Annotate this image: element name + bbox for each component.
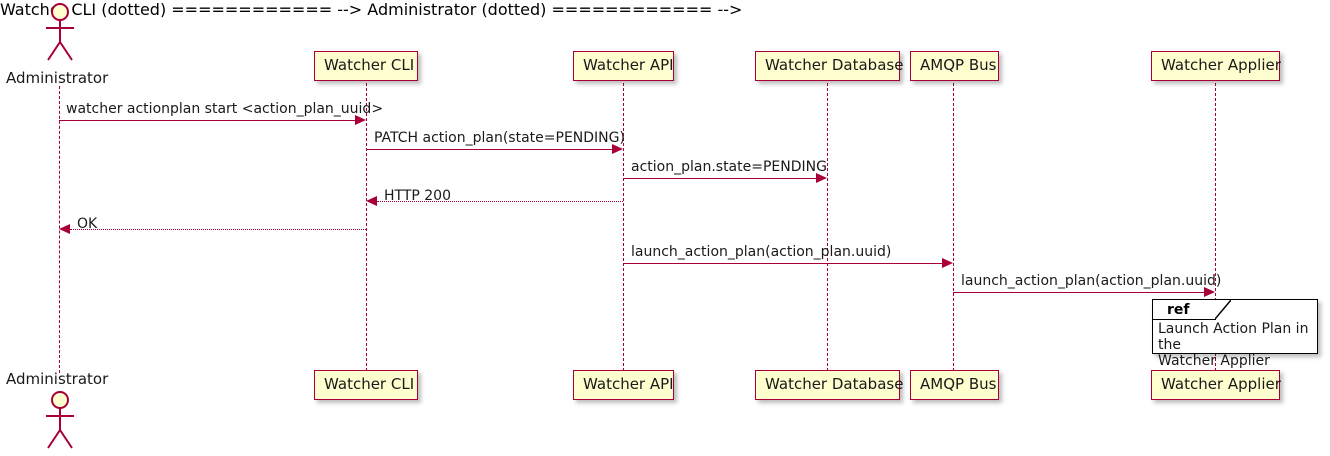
lifeline-watcher-applier xyxy=(1215,83,1216,371)
message-line-msg-6 xyxy=(623,263,942,264)
participant-watcher-applier-top[interactable]: Watcher Applier xyxy=(1151,51,1281,81)
message-arrowhead-msg-2 xyxy=(612,144,623,154)
message-label-msg-5: OK xyxy=(77,216,98,232)
participant-watcher-api-top[interactable]: Watcher API xyxy=(573,51,674,81)
actor-administrator-top xyxy=(37,2,83,66)
lifeline-watcher-cli xyxy=(366,83,367,371)
message-arrowhead-msg-1 xyxy=(355,115,366,125)
ref-fragment-tab-label: ref xyxy=(1167,302,1190,318)
lifeline-watcher-database xyxy=(827,83,828,371)
message-label-msg-1: watcher actionplan start <action_plan_uu… xyxy=(66,101,384,117)
message-label-msg-4: HTTP 200 xyxy=(384,188,451,204)
message-arrowhead-msg-4 xyxy=(366,196,377,206)
message-line-msg-4 xyxy=(377,201,623,202)
message-line-msg-1 xyxy=(59,120,355,121)
ref-tab-notch-icon xyxy=(1214,300,1231,319)
lifeline-amqp-bus xyxy=(953,83,954,371)
participant-watcher-cli-top[interactable]: Watcher CLI xyxy=(314,51,418,81)
message-line-msg-3 xyxy=(623,178,816,179)
lifeline-watcher-api xyxy=(623,83,624,371)
participant-watcher-cli-bottom[interactable]: Watcher CLI xyxy=(314,370,418,400)
message-line-msg-7 xyxy=(953,292,1204,293)
message-arrowhead-msg-7 xyxy=(1204,287,1215,297)
participant-watcher-applier-bottom[interactable]: Watcher Applier xyxy=(1151,370,1281,400)
participant-watcher-api-bottom[interactable]: Watcher API xyxy=(573,370,674,400)
participant-amqp-bus-top[interactable]: AMQP Bus xyxy=(910,51,999,81)
message-arrowhead-msg-6 xyxy=(942,258,953,268)
participant-amqp-bus-bottom[interactable]: AMQP Bus xyxy=(910,370,999,400)
ref-fragment xyxy=(1152,299,1318,354)
message-arrowhead-msg-3 xyxy=(816,173,827,183)
actor-label-administrator-top: Administrator xyxy=(6,69,109,87)
actor-label-administrator-bottom: Administrator xyxy=(6,370,109,388)
ref-fragment-text: Launch Action Plan in the Watcher Applie… xyxy=(1158,321,1309,369)
message-line-msg-5 xyxy=(70,229,366,230)
message-line-msg-2 xyxy=(366,149,612,150)
message-label-msg-7: launch_action_plan(action_plan.uuid) xyxy=(961,273,1222,289)
actor-administrator-bottom xyxy=(37,390,83,454)
participant-watcher-database-top[interactable]: Watcher Database xyxy=(755,51,903,81)
message-label-msg-3: action_plan.state=PENDING xyxy=(631,159,827,175)
actor-icon xyxy=(46,3,74,61)
participant-watcher-database-bottom[interactable]: Watcher Database xyxy=(755,370,903,400)
message-label-msg-2: PATCH action_plan(state=PENDING) xyxy=(374,130,625,146)
message-arrowhead-msg-5 xyxy=(59,224,70,234)
message-label-msg-6: launch_action_plan(action_plan.uuid) xyxy=(631,244,892,260)
actor-icon xyxy=(46,391,74,449)
